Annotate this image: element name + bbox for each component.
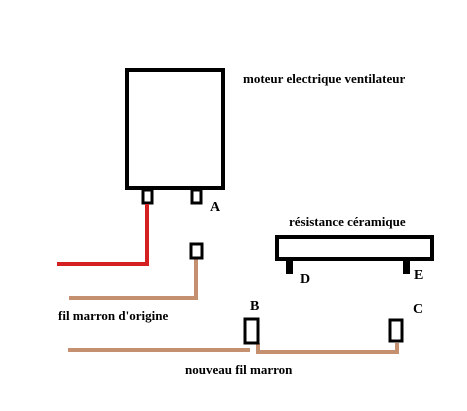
motor-terminal-left bbox=[141, 188, 154, 205]
motor-box bbox=[125, 68, 225, 190]
original-wire-label: fil marron d'origine bbox=[58, 308, 168, 323]
red-wire bbox=[57, 204, 149, 266]
resistance-label: résistance céramique bbox=[289, 214, 406, 229]
resistance-terminal-d bbox=[286, 260, 293, 274]
resistance-box bbox=[275, 235, 434, 261]
new-wire-label: nouveau fil marron bbox=[185, 362, 293, 377]
original-wire-connector bbox=[189, 242, 204, 260]
terminal-label-b: B bbox=[250, 299, 259, 314]
terminal-label-a: A bbox=[210, 200, 221, 215]
connector-c bbox=[388, 318, 404, 343]
motor-terminal-a bbox=[190, 188, 203, 205]
new-brown-wire-right bbox=[256, 343, 399, 354]
connector-b bbox=[243, 317, 260, 345]
motor-label: moteur electrique ventilateur bbox=[243, 71, 405, 86]
terminal-label-e: E bbox=[414, 268, 423, 283]
original-brown-wire bbox=[69, 258, 198, 300]
resistance-terminal-e bbox=[403, 260, 410, 274]
terminal-label-c: C bbox=[413, 302, 423, 317]
terminal-label-d: D bbox=[300, 272, 310, 287]
